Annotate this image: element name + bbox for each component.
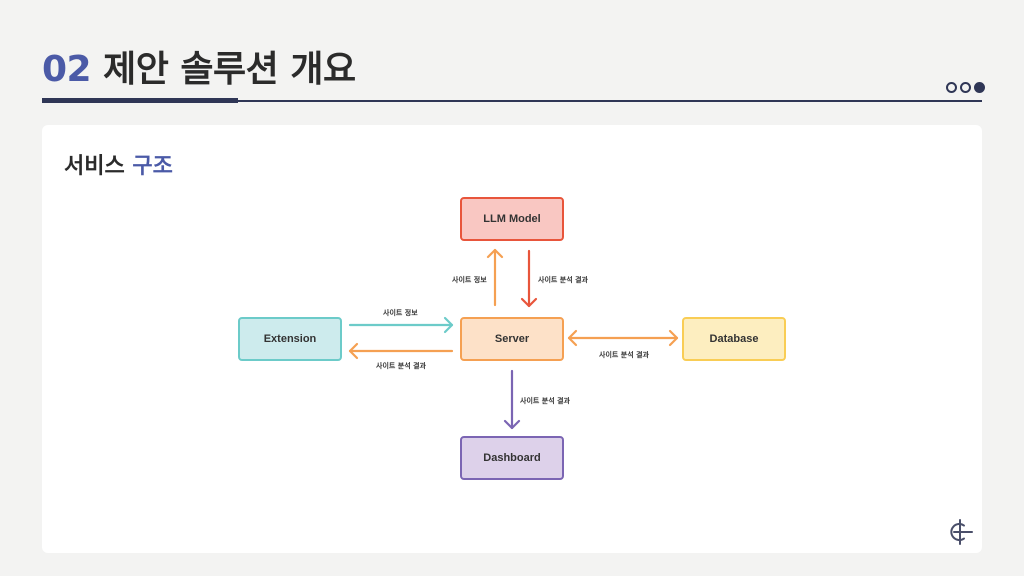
node-dashboard: Dashboard (460, 436, 564, 480)
node-llm-model: LLM Model (460, 197, 564, 241)
edge-label-llm-to-server: 사이트 분석 결과 (538, 276, 588, 284)
edge-label-extension-to-server: 사이트 정보 (383, 309, 418, 317)
edge-label-server-database: 사이트 분석 결과 (599, 351, 649, 359)
page-dot-1 (946, 82, 957, 93)
section-title-accent: 구조 (132, 154, 173, 179)
section-title: 서비스 구조 (64, 148, 173, 180)
crosshair-logo-icon (950, 519, 973, 545)
node-database: Database (682, 317, 786, 361)
header-divider (42, 100, 982, 102)
page-title: 02 제안 솔루션 개요 (42, 40, 356, 92)
arrow-extension-to-server (348, 316, 454, 334)
page-dot-2 (960, 82, 971, 93)
arrow-server-to-dashboard (503, 369, 521, 430)
node-server: Server (460, 317, 564, 361)
arrow-server-to-extension (348, 342, 454, 360)
pagination-dots (946, 82, 985, 93)
section-number: 02 (42, 49, 92, 90)
edge-label-server-to-extension: 사이트 분석 결과 (376, 362, 426, 370)
arrow-server-to-llm (486, 248, 504, 307)
edge-label-server-to-dashboard: 사이트 분석 결과 (520, 397, 570, 405)
page-dot-3-active (974, 82, 985, 93)
section-title-plain: 서비스 (64, 154, 125, 179)
node-extension: Extension (238, 317, 342, 361)
header-divider-accent (42, 98, 238, 103)
arrow-server-database (567, 329, 679, 347)
arrow-llm-to-server (520, 249, 538, 308)
edge-label-server-to-llm: 사이트 정보 (452, 276, 487, 284)
page-title-text: 제안 솔루션 개요 (103, 49, 356, 90)
